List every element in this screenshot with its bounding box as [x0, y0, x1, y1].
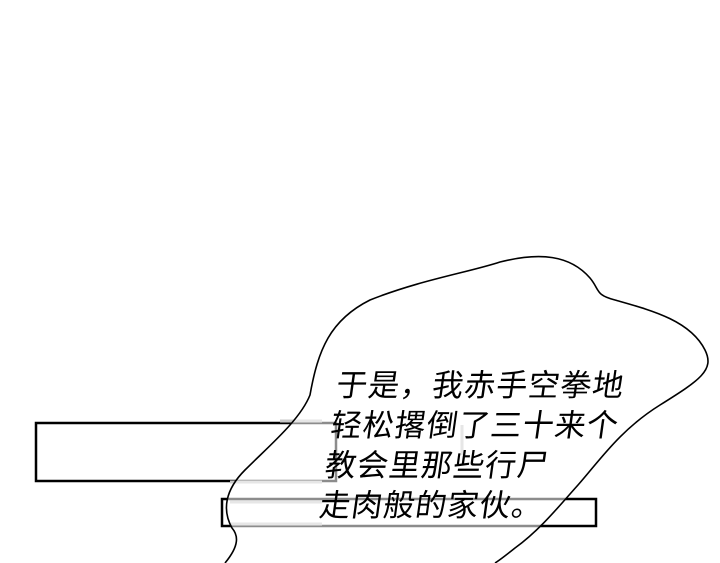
speech-bubble-outline: [224, 255, 709, 563]
caption-line: 于是，我赤手空拳地: [333, 368, 627, 404]
caption-line: 轻松撂倒了三十来个: [328, 408, 622, 444]
narration-caption: 于是，我赤手空拳地 轻松撂倒了三十来个 教会里那些行尸 走肉般的家伙。: [317, 366, 627, 526]
caption-line: 教会里那些行尸: [322, 448, 552, 484]
caption-line: 走肉般的家伙。: [317, 488, 547, 524]
